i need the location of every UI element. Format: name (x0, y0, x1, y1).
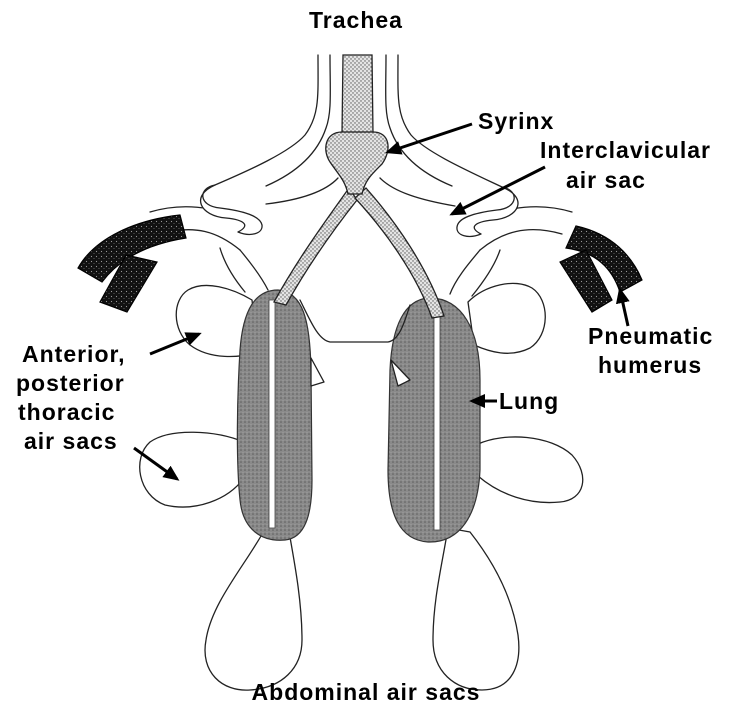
syrinx-label: Syrinx (478, 108, 554, 134)
left-lung-notch (311, 358, 324, 386)
right-abdominal-sac (433, 528, 519, 690)
right-primary-bronchus-channel (434, 316, 440, 530)
left-connector-inner (240, 250, 268, 290)
right-anterior-thoracic-sac (468, 283, 545, 353)
pneumatic-humerus-arrow (620, 290, 628, 326)
left-bronchus (274, 188, 357, 305)
thoracic-label-line3: thoracic (18, 399, 115, 425)
interclavicular-label-line1: Interclavicular (540, 137, 711, 163)
left-posterior-thoracic-sac (140, 432, 244, 507)
syrinx-arrow (388, 124, 472, 152)
syrinx-shape (326, 132, 388, 194)
right-inner-line (386, 55, 452, 186)
lungs (237, 290, 480, 542)
trachea-tube (342, 55, 373, 134)
right-bronchus (355, 188, 444, 318)
sac-connectors (220, 248, 500, 296)
left-clavicle-hook (201, 185, 262, 234)
right-connector-inner (450, 250, 480, 294)
trachea-label: Trachea (309, 7, 403, 33)
right-shoulder-band-lower (480, 230, 562, 250)
left-inner-line (266, 55, 330, 186)
abdominal-air-sacs (205, 520, 519, 690)
right-posterior-thoracic-sac (478, 437, 583, 503)
pneumatic-humerus-label-line2: humerus (598, 352, 702, 378)
left-outer-line (215, 55, 318, 185)
lung-label: Lung (499, 388, 559, 414)
left-primary-bronchus-channel (269, 300, 275, 528)
pneumatic-humeri (78, 215, 642, 312)
left-sac-lower-line (266, 178, 338, 204)
inter-lung-membrane (300, 300, 410, 342)
airway (274, 55, 444, 318)
thoracic-label-line4: air sacs (24, 428, 118, 454)
interclavicular-label-line2: air sac (566, 167, 646, 193)
abdominal-air-sacs-label: Abdominal air sacs (252, 679, 481, 705)
left-connector-outer (220, 248, 245, 292)
left-abdominal-sac (205, 520, 302, 690)
thoracic-label-line2: posterior (16, 370, 125, 396)
pneumatic-humerus-label-line1: Pneumatic (588, 323, 713, 349)
thoracic-label-line1: Anterior, (22, 341, 126, 367)
